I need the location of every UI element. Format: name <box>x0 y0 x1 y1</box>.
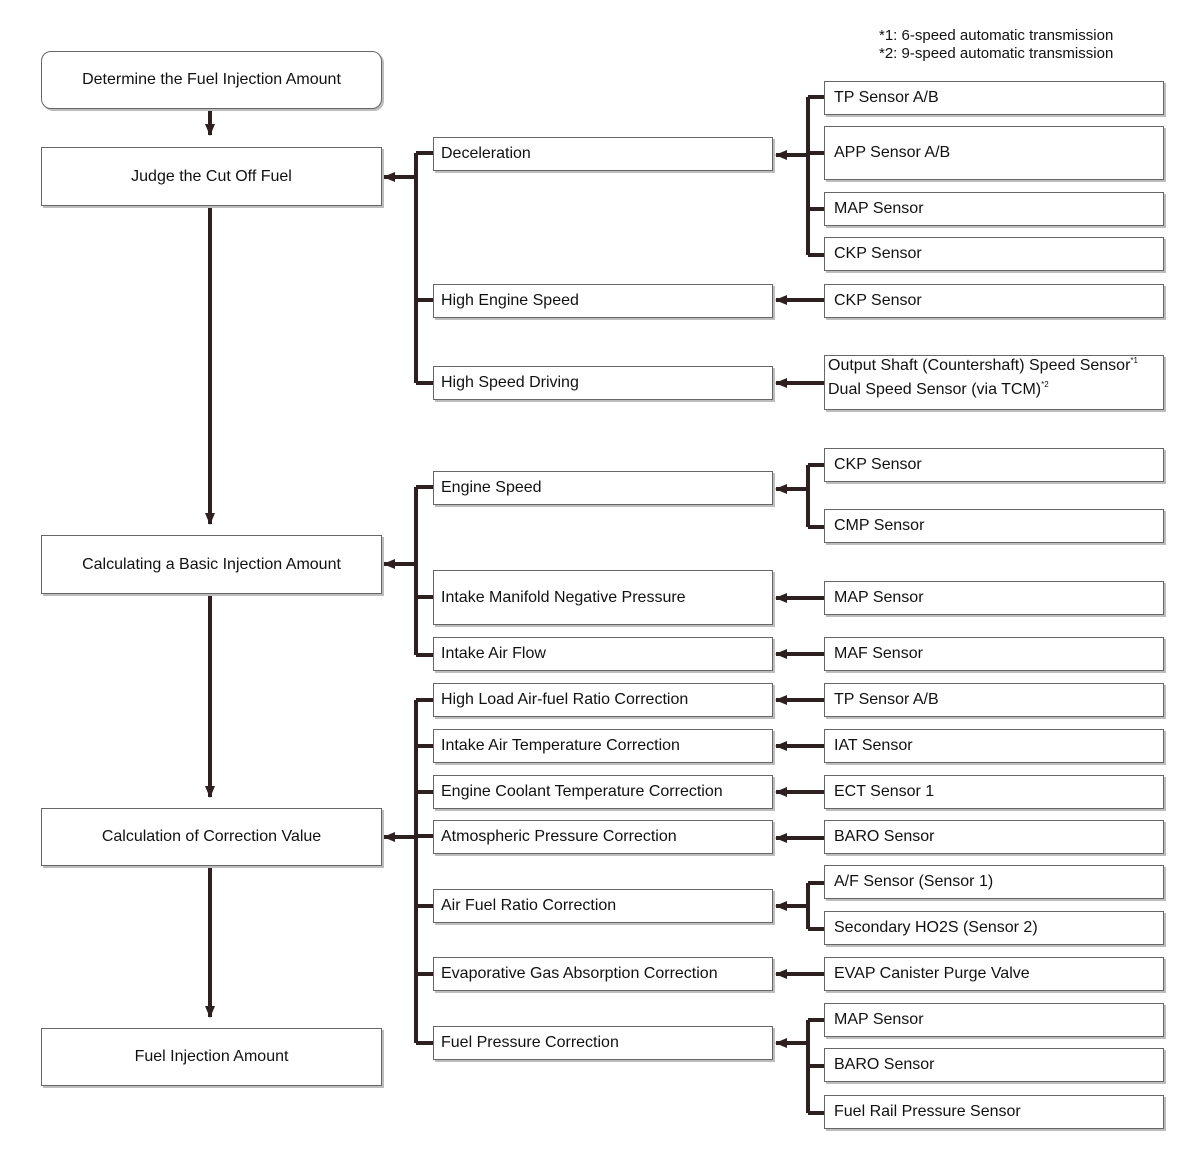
determine-fuel-injection-box: Determine the Fuel Injection Amount <box>41 51 382 109</box>
map-sensor-box: MAP Sensor <box>824 581 1164 615</box>
tp-sensor-box: TP Sensor A/B <box>824 683 1164 717</box>
map-sensor-box: MAP Sensor <box>824 1003 1164 1037</box>
basic-injection-amount-box: Calculating a Basic Injection Amount <box>41 535 382 594</box>
fuel-rail-pressure-sensor-box: Fuel Rail Pressure Sensor <box>824 1095 1164 1129</box>
output-shaft-sensor-line: Output Shaft (Countershaft) Speed Sensor… <box>828 356 1163 375</box>
footnote-1: *1: 6-speed automatic transmission <box>879 27 1114 44</box>
iat-sensor-box: IAT Sensor <box>824 729 1164 763</box>
intake-air-temp-correction-box: Intake Air Temperature Correction <box>433 729 773 763</box>
correction-value-box: Calculation of Correction Value <box>41 808 382 866</box>
judge-cut-off-fuel-box: Judge the Cut Off Fuel <box>41 147 382 206</box>
dual-speed-sensor-label: Dual Speed Sensor (via TCM) <box>828 381 1042 399</box>
secondary-ho2s-sensor-box: Secondary HO2S (Sensor 2) <box>824 911 1164 945</box>
high-speed-driving-box: High Speed Driving <box>433 366 773 400</box>
fuel-injection-amount-box: Fuel Injection Amount <box>41 1028 382 1086</box>
intake-manifold-pressure-box: Intake Manifold Negative Pressure <box>433 570 773 625</box>
af-sensor-box: A/F Sensor (Sensor 1) <box>824 865 1164 899</box>
fuel-pressure-correction-box: Fuel Pressure Correction <box>433 1026 773 1060</box>
speed-sensor-box: Output Shaft (Countershaft) Speed Sensor… <box>824 355 1164 410</box>
ckp-sensor-box: CKP Sensor <box>824 237 1164 271</box>
maf-sensor-box: MAF Sensor <box>824 637 1164 671</box>
footnotes: *1: 6-speed automatic transmission *2: 9… <box>879 27 1113 63</box>
map-sensor-box: MAP Sensor <box>824 192 1164 226</box>
ect-sensor-box: ECT Sensor 1 <box>824 775 1164 809</box>
app-sensor-box: APP Sensor A/B <box>824 126 1164 180</box>
engine-speed-box: Engine Speed <box>433 471 773 505</box>
high-engine-speed-box: High Engine Speed <box>433 284 773 318</box>
coolant-temp-correction-box: Engine Coolant Temperature Correction <box>433 775 773 809</box>
cmp-sensor-box: CMP Sensor <box>824 509 1164 543</box>
dual-speed-sensor-line: Dual Speed Sensor (via TCM)*2 <box>828 380 1163 399</box>
evap-purge-valve-box: EVAP Canister Purge Valve <box>824 957 1164 991</box>
footnote-mark: *2 <box>1041 380 1049 390</box>
ckp-sensor-box: CKP Sensor <box>824 284 1164 318</box>
output-shaft-sensor-label: Output Shaft (Countershaft) Speed Sensor <box>828 357 1131 374</box>
baro-sensor-box: BARO Sensor <box>824 820 1164 854</box>
air-fuel-ratio-correction-box: Air Fuel Ratio Correction <box>433 889 773 923</box>
evaporative-gas-correction-box: Evaporative Gas Absorption Correction <box>433 957 773 991</box>
atmospheric-pressure-correction-box: Atmospheric Pressure Correction <box>433 820 773 854</box>
high-load-correction-box: High Load Air-fuel Ratio Correction <box>433 683 773 717</box>
intake-air-flow-box: Intake Air Flow <box>433 637 773 671</box>
deceleration-box: Deceleration <box>433 137 773 171</box>
ckp-sensor-box: CKP Sensor <box>824 448 1164 482</box>
footnote-2: *2: 9-speed automatic transmission <box>879 45 1114 62</box>
baro-sensor-box: BARO Sensor <box>824 1048 1164 1082</box>
footnote-mark: *1 <box>1130 356 1138 365</box>
tp-sensor-box: TP Sensor A/B <box>824 81 1164 115</box>
